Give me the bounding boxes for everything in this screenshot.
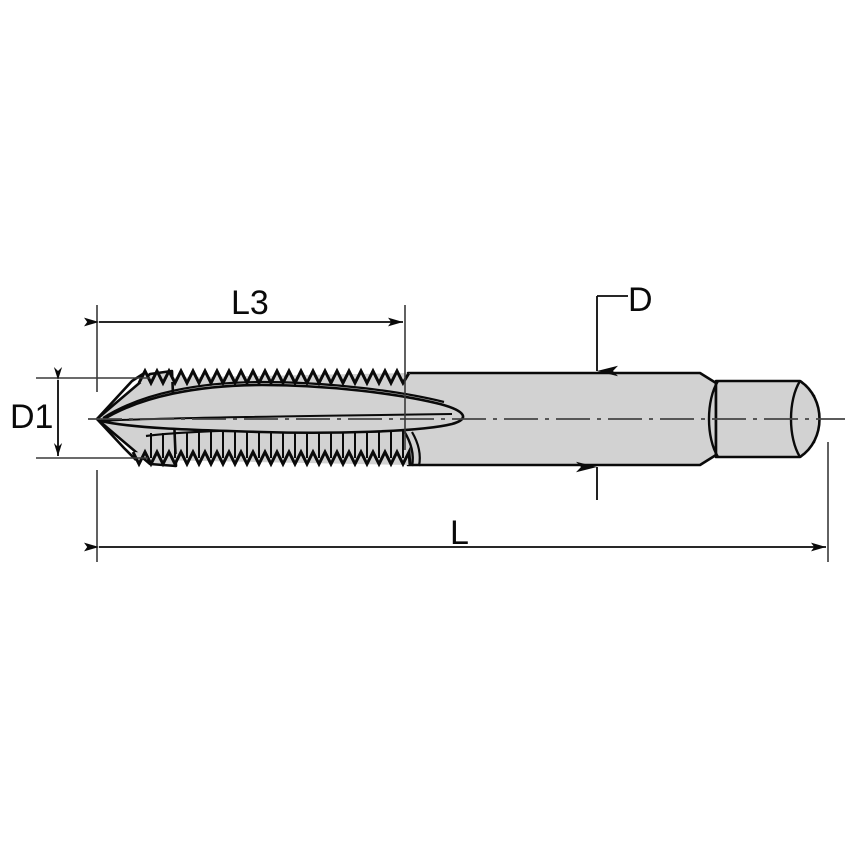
point-lead-edge bbox=[96, 370, 147, 420]
thread-crest-top bbox=[137, 367, 411, 387]
thread-crest-bottom bbox=[131, 446, 412, 468]
point-lower-edge bbox=[96, 418, 137, 461]
square-drive-near-face bbox=[707, 380, 720, 458]
tap-part bbox=[88, 367, 845, 468]
flute-heel-line bbox=[100, 413, 453, 422]
flute-runout bbox=[402, 430, 414, 467]
dimension-D bbox=[576, 295, 628, 500]
dimension-D1 bbox=[36, 367, 150, 459]
thread-root-lines bbox=[150, 430, 404, 458]
dimension-label-d1: D1 bbox=[10, 398, 54, 436]
dimension-label-d: D bbox=[628, 281, 653, 319]
dimension-L bbox=[84, 442, 829, 562]
dimension-label-l3: L3 bbox=[231, 284, 269, 322]
flute-runout-inner bbox=[411, 431, 421, 467]
spiral-flute bbox=[97, 383, 465, 435]
dimension-label-l: L bbox=[450, 514, 469, 552]
flute-edge-upper bbox=[102, 380, 445, 419]
